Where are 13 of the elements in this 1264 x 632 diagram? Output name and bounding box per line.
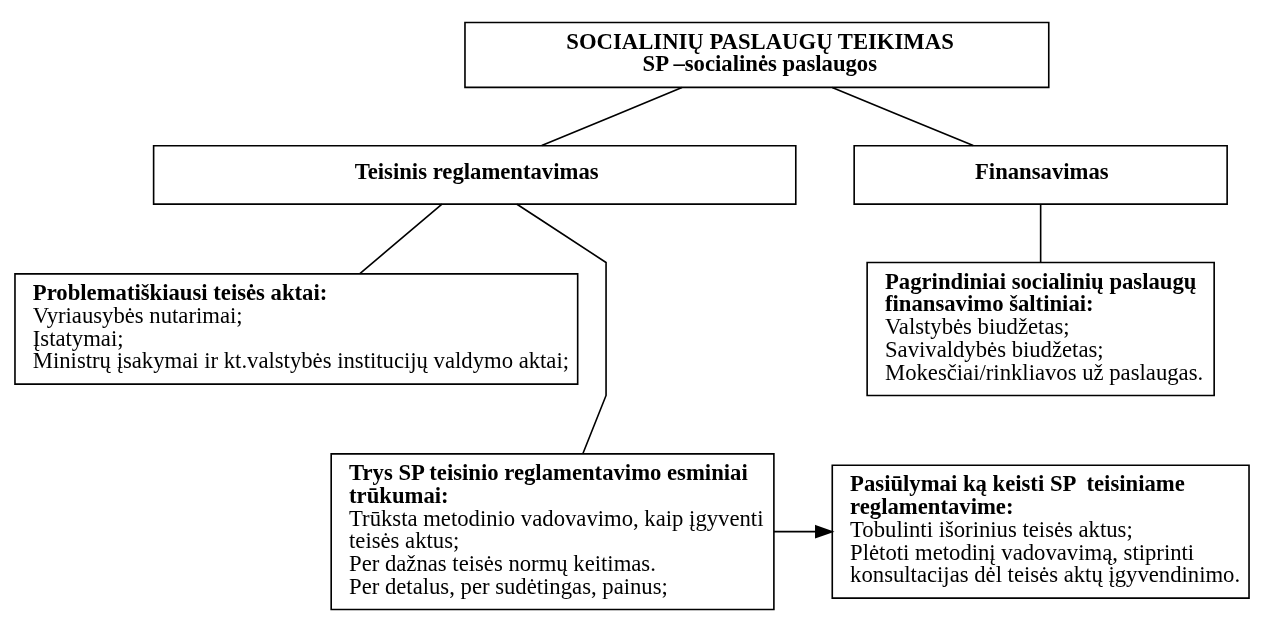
node-box: Finansavimas xyxy=(853,144,1228,205)
connector xyxy=(1039,203,1042,264)
node-box: Trys SP teisinio reglamentavimo esminiai trūkumai: Trūksta metodinio vadovavimo, kaip įgyventi teisės aktus; Per dažnas teisės normų keitimas. Per detalus, per sudėtingas, painus; xyxy=(330,453,775,611)
connector xyxy=(831,86,975,147)
arrow xyxy=(773,524,835,539)
node-box: SOCIALINIŲ PASLAUGŲ TEIKIMAS SP –socialinės paslaugos xyxy=(464,21,1050,89)
node-box: Pasiūlymai ką keisti SP teisiniame reglamentavime: Tobulinti išorinius teisės aktus; Plėtoti metodinį vadovavimą, stiprinti konsultacijas dėl teisės aktų įgyvendinimo. xyxy=(831,464,1250,599)
connector xyxy=(540,86,683,147)
node-box: Problematiškiausi teisės aktai: Vyriausybės nutarimai; Įstatymai; Ministrų įsakymai ir kt.valstybės institucijų valdymo aktai; xyxy=(14,273,579,385)
connector xyxy=(516,203,607,455)
node-box: Pagrindiniai socialinių paslaugų finansavimo šaltiniai: Valstybės biudžetas; Savivaldybės biudžetas; Mokesčiai/rinkliavos už paslaugas. xyxy=(866,261,1215,397)
connector xyxy=(359,203,443,275)
node-box: Teisinis reglamentavimas xyxy=(152,144,797,205)
